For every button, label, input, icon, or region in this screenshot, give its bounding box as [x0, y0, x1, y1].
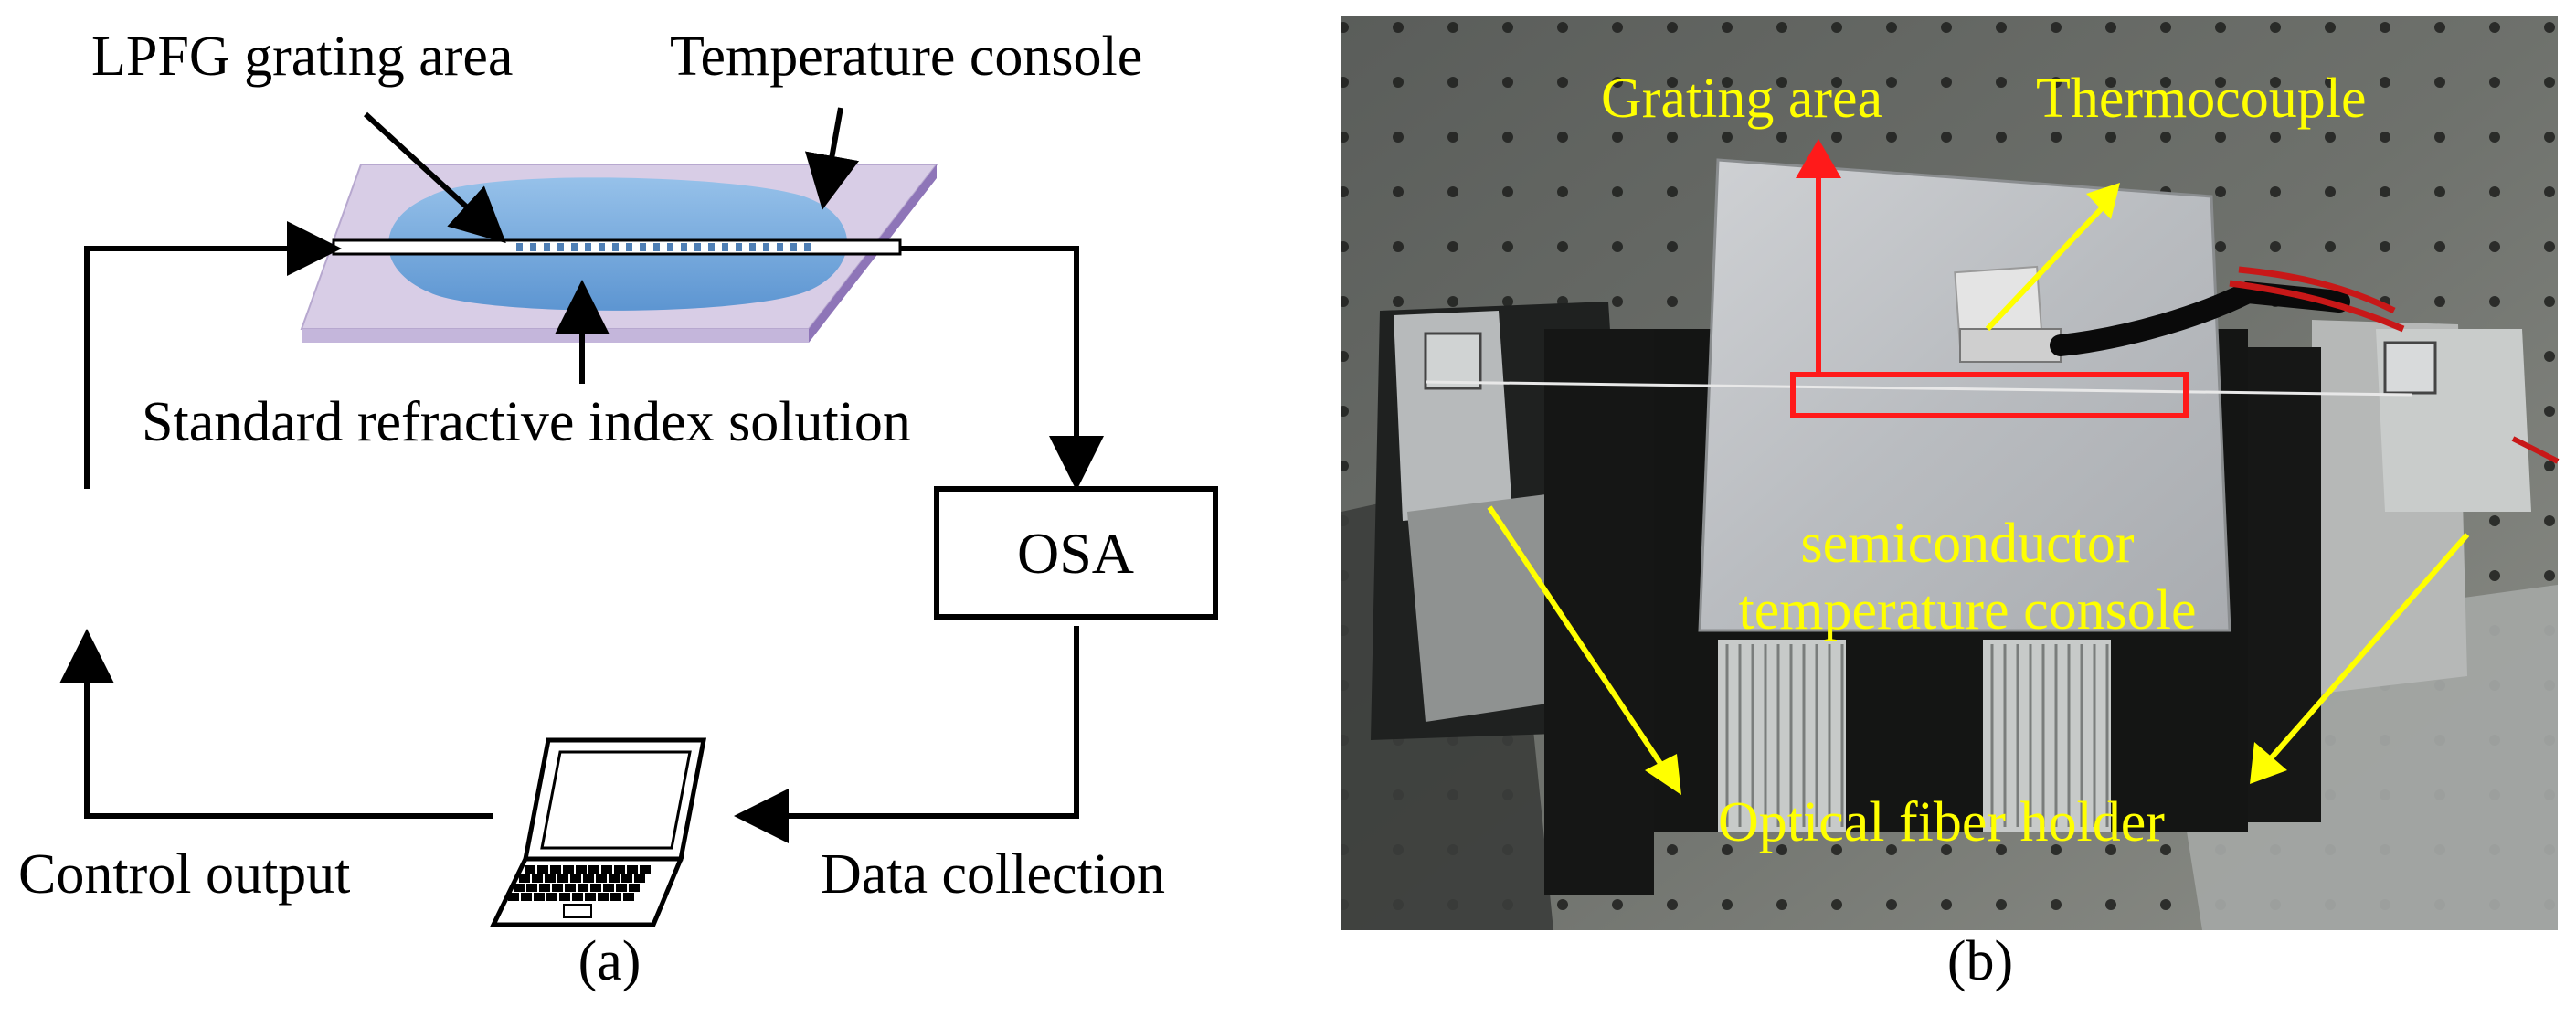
thermocouple-arrowhead	[2086, 183, 2120, 219]
fiber-line-photo	[1425, 380, 2413, 397]
laptop-key	[585, 893, 596, 901]
thermocouple-label: Thermocouple	[2036, 68, 2367, 130]
panel-b-caption: (b)	[1947, 930, 2013, 992]
control-output-path	[59, 629, 493, 819]
console-fins	[1718, 640, 2111, 832]
console-top-plate	[1698, 158, 2231, 632]
data-collection-label: Data collection	[821, 843, 1165, 906]
grating-area-label: Grating area	[1601, 68, 1882, 130]
laptop-key	[590, 884, 601, 892]
temperature-console-plate-front	[302, 329, 809, 343]
fiber-path-to-osa	[900, 246, 1104, 491]
laptop-key	[552, 884, 563, 892]
grating-mark	[640, 243, 646, 251]
grating-mark	[790, 243, 797, 251]
grating-mark	[777, 243, 783, 251]
laptop-key	[609, 874, 620, 883]
holder-right-arrow-shaft	[2268, 533, 2470, 760]
laptop-key	[610, 893, 621, 901]
osa-label: OSA	[1017, 521, 1134, 586]
grating-mark	[749, 243, 756, 251]
panel-b-photo: Grating area Thermocouple semiconductor …	[1341, 16, 2560, 992]
temperature-console-label: Temperature console	[670, 26, 1142, 88]
laptop-key	[532, 874, 543, 883]
laptop-key	[627, 865, 638, 874]
laptop-key	[570, 874, 581, 883]
grating-mark	[667, 243, 673, 251]
laptop-key	[546, 893, 557, 901]
laptop-key	[545, 874, 556, 883]
laptop-key	[583, 874, 594, 883]
laptop-key	[640, 865, 651, 874]
thermocouple	[1954, 265, 2560, 464]
laptop-key	[572, 893, 583, 901]
grating-mark	[571, 243, 578, 251]
osa-box	[934, 486, 1218, 620]
grating-mark	[626, 243, 632, 251]
laptop-key	[559, 893, 570, 901]
laptop-icon	[490, 737, 707, 927]
laptop-key	[526, 884, 537, 892]
grating-mark	[599, 243, 605, 251]
laptop-key	[550, 865, 561, 874]
grating-mark	[585, 243, 591, 251]
laptop-key	[601, 865, 612, 874]
console-label-line-2: temperature console	[1739, 579, 2197, 641]
laptop-key	[614, 865, 625, 874]
laptop-key	[616, 884, 627, 892]
laptop-key	[521, 893, 532, 901]
laptop-key	[596, 874, 607, 883]
data-collection-path	[734, 626, 1079, 843]
grating-mark	[681, 243, 687, 251]
laptop-key	[565, 884, 576, 892]
holder-left-arrowhead	[1645, 754, 1681, 795]
laptop-key	[557, 874, 568, 883]
laptop-key	[634, 874, 645, 883]
lpfg-grating-marks	[516, 243, 811, 251]
holder-right-arrowhead	[2250, 742, 2287, 784]
laptop-key	[534, 893, 545, 901]
laptop-key	[525, 865, 535, 874]
laptop-key	[537, 865, 548, 874]
laptop-key	[623, 893, 634, 901]
panel-a-schematic: OSA LPFG grating area Temperature consol…	[18, 26, 1218, 992]
thermocouple-arrow-shaft	[1985, 206, 2104, 332]
laptop-key	[588, 865, 599, 874]
grating-mark	[763, 243, 769, 251]
grating-mark	[516, 243, 523, 251]
grating-mark	[557, 243, 564, 251]
standard-solution-label: Standard refractive index solution	[142, 391, 911, 453]
grating-mark	[722, 243, 728, 251]
optical-fiber-holder-label: Optical fiber holder	[1718, 791, 2165, 853]
grating-pointer-arrow	[363, 111, 506, 244]
panel-a-caption: (a)	[578, 930, 641, 992]
laptop-key	[629, 884, 640, 892]
grating-mark	[736, 243, 742, 251]
laptop-key	[621, 874, 632, 883]
grating-mark	[804, 243, 811, 251]
laptop-key	[563, 865, 574, 874]
laptop-key	[598, 893, 609, 901]
grating-area-box	[1790, 372, 2189, 418]
laptop-key	[539, 884, 550, 892]
laptop-key	[578, 884, 588, 892]
grating-area-arrowhead	[1796, 139, 1841, 178]
grating-mark	[694, 243, 701, 251]
laptop-key	[514, 884, 525, 892]
grating-mark	[530, 243, 536, 251]
laptop-key	[576, 865, 587, 874]
laptop-key	[603, 884, 614, 892]
console-label-line-1: semiconductor	[1800, 513, 2134, 575]
laptop-key	[519, 874, 530, 883]
lpfg-grating-area-label: LPFG grating area	[91, 26, 513, 88]
holder-left-arrow-shaft	[1487, 505, 1666, 769]
laptop-key	[508, 893, 519, 901]
control-output-label: Control output	[18, 843, 350, 906]
grating-mark	[653, 243, 660, 251]
console-pointer-arrow	[804, 107, 860, 210]
fiber-path-input	[84, 221, 342, 489]
grating-mark	[612, 243, 619, 251]
grating-mark	[708, 243, 715, 251]
grating-mark	[544, 243, 550, 251]
